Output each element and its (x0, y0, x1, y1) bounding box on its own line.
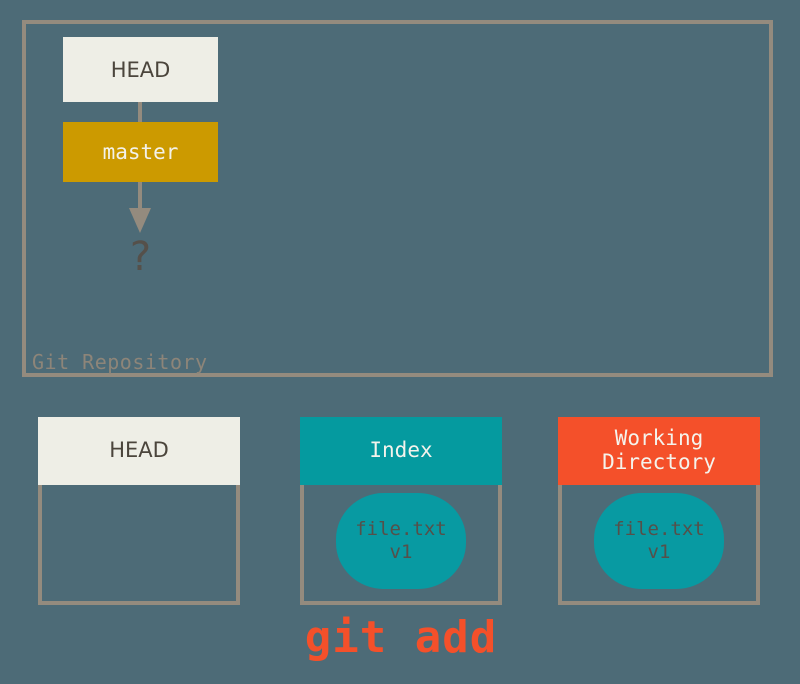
repo-master-branch-label: master (102, 140, 179, 164)
area-working-directory-title-line1: Working (614, 426, 704, 451)
area-index-title: Index (369, 438, 433, 463)
index-file-blob: file.txt v1 (336, 493, 466, 589)
git-repository-label: Git Repository (32, 350, 208, 374)
area-index-body: file.txt v1 (300, 485, 502, 605)
area-head-body (38, 485, 240, 605)
area-index: Index file.txt v1 (300, 417, 502, 605)
git-command-caption: git add (304, 612, 498, 663)
area-index-header: Index (300, 417, 502, 485)
repo-head-label: HEAD (110, 57, 171, 82)
index-file-name: file.txt (355, 517, 447, 540)
working-directory-file-version: v1 (647, 541, 671, 563)
repo-master-branch-box: master (63, 122, 218, 182)
working-directory-file-name: file.txt (613, 517, 705, 540)
index-file-version: v1 (389, 541, 413, 563)
area-working-directory-header: Working Directory (558, 417, 760, 485)
git-repository-frame (22, 20, 773, 377)
unknown-commit-question-mark: ? (127, 234, 153, 280)
working-directory-file-blob: file.txt v1 (594, 493, 724, 589)
area-working-directory-title-line2: Directory (602, 450, 716, 474)
area-head-header: HEAD (38, 417, 240, 485)
repo-head-box: HEAD (63, 37, 218, 102)
head-to-master-connector (138, 102, 142, 122)
area-head-title: HEAD (109, 438, 169, 463)
area-working-directory-body: file.txt v1 (558, 485, 760, 605)
master-arrow-head-icon (129, 208, 151, 233)
area-working-directory: Working Directory file.txt v1 (558, 417, 760, 605)
area-head: HEAD (38, 417, 240, 605)
master-arrow-shaft (138, 182, 142, 212)
